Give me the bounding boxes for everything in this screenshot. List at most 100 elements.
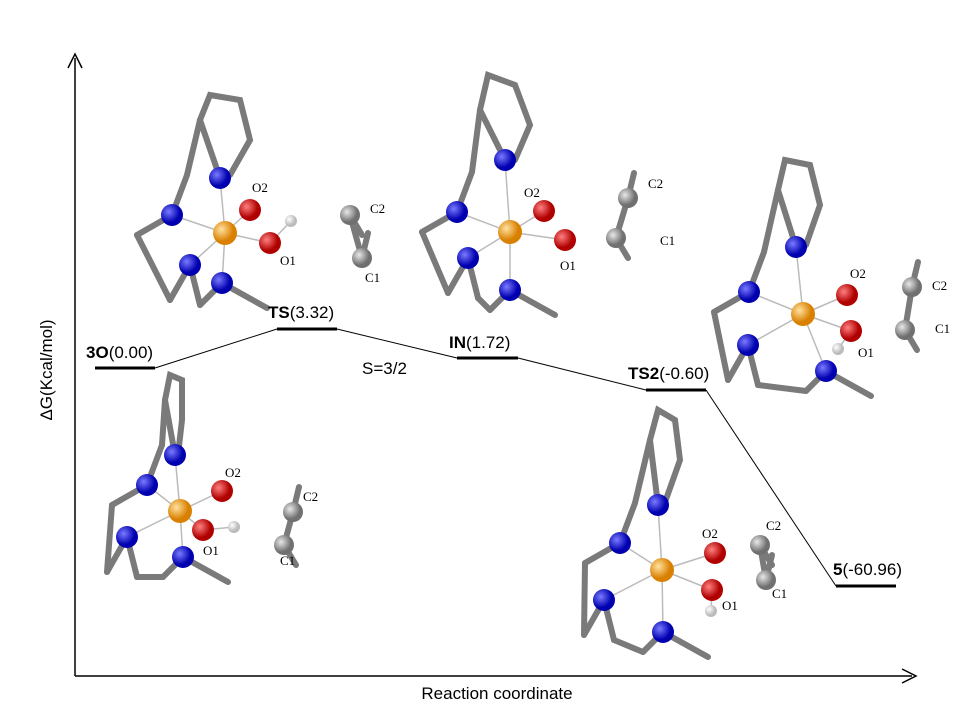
nitrogen-atom	[116, 526, 138, 548]
oxygen-atom	[533, 200, 555, 222]
nitrogen-atom	[499, 279, 521, 301]
level-label-ts: TS(3.32)	[268, 303, 334, 322]
pyridine-ring	[646, 405, 684, 508]
framework-bond	[104, 502, 115, 575]
y-axis-label: ΔG(Kcal/mol)	[37, 319, 56, 420]
carbon-atom	[352, 248, 372, 268]
atom-label: C1	[660, 233, 675, 248]
nitrogen-atom	[609, 532, 631, 554]
nitrogen-atom	[785, 236, 807, 258]
atom-label: O2	[252, 180, 268, 195]
level-label-ts2: TS2(-0.60)	[628, 364, 709, 383]
hydrogen-atom	[285, 215, 297, 227]
iron-atom	[498, 220, 522, 244]
oxygen-atom	[840, 320, 862, 342]
carbon-atom	[902, 277, 922, 297]
carbon-atom	[606, 228, 626, 248]
iron-atom	[213, 221, 237, 245]
carbon-atom	[750, 535, 770, 555]
framework-bond	[159, 397, 168, 448]
iron-atom	[168, 499, 192, 523]
connector-in-ts2	[517, 357, 647, 391]
hydrogen-atom	[228, 521, 240, 533]
carbon-atom	[274, 535, 294, 555]
carbon-atom	[756, 570, 776, 590]
level-label-5: 5(-60.96)	[833, 560, 902, 579]
atom-label: O1	[858, 345, 874, 360]
atom-label: C2	[932, 278, 947, 293]
pyridine-ring	[196, 91, 254, 181]
carbon-atom	[895, 320, 915, 340]
oxygen-atom	[211, 480, 233, 502]
y-axis	[67, 52, 83, 676]
oxygen-atom	[554, 229, 576, 251]
iron-atom	[650, 558, 674, 582]
nitrogen-atom	[172, 546, 194, 568]
atom-label: C1	[365, 270, 380, 285]
nitrogen-atom	[209, 167, 231, 189]
nitrogen-atom	[494, 149, 516, 171]
nitrogen-atom	[593, 589, 615, 611]
nitrogen-atom	[815, 360, 837, 382]
atom-label: O2	[225, 465, 241, 480]
pyridine-ring	[774, 156, 824, 250]
nitrogen-atom	[164, 444, 186, 466]
pyridine-ring	[161, 370, 185, 458]
oxygen-atom	[239, 199, 261, 221]
atom-label: O1	[722, 598, 738, 613]
oxygen-atom	[192, 519, 214, 541]
nitrogen-atom	[647, 494, 669, 516]
connector-ts2-5	[705, 389, 837, 587]
framework-bond	[611, 637, 646, 655]
carbon-atom	[283, 502, 303, 522]
pyridine-ring	[476, 70, 534, 163]
nitrogen-atom	[136, 474, 158, 496]
atom-label: C1	[772, 586, 787, 601]
nitrogen-atom	[211, 272, 233, 294]
spin-state-label: S=3/2	[362, 359, 407, 378]
connector-3o-ts	[154, 328, 278, 369]
oxygen-atom	[701, 579, 723, 601]
framework-bond	[761, 187, 781, 255]
atom-label: O2	[702, 526, 718, 541]
atom-label: O1	[280, 253, 296, 268]
framework-bond	[755, 382, 809, 394]
iron-atom	[791, 302, 815, 326]
atom-label: C2	[370, 201, 385, 216]
carbon-atom	[618, 188, 638, 208]
level-label-3o: 3O(0.00)	[86, 343, 153, 362]
atom-label: C2	[303, 489, 318, 504]
atom-label: O1	[203, 543, 219, 558]
fe-coordination-bond	[504, 159, 511, 233]
x-axis-label: Reaction coordinate	[421, 684, 572, 703]
level-label-in: IN(1.72)	[449, 333, 510, 352]
nitrogen-atom	[446, 201, 468, 223]
framework-bond	[184, 117, 203, 178]
framework-bond	[469, 107, 483, 175]
nitrogen-atom	[738, 281, 760, 303]
carbon-atom	[340, 205, 360, 225]
atom-label: C1	[280, 553, 295, 568]
nitrogen-atom	[737, 334, 759, 356]
hydrogen-atom	[705, 605, 717, 617]
atom-label: C1	[935, 321, 950, 336]
atom-label: C2	[766, 518, 781, 533]
atom-label: O1	[560, 258, 576, 273]
atom-label: O2	[850, 266, 866, 281]
oxygen-atom	[259, 232, 281, 254]
nitrogen-atom	[457, 247, 479, 269]
connector-ts-in	[336, 328, 458, 359]
nitrogen-atom	[161, 204, 183, 226]
hydrogen-atom	[832, 343, 844, 355]
framework-bond	[134, 232, 173, 303]
x-axis	[75, 668, 918, 684]
framework-bond	[419, 229, 451, 296]
atom-label: C2	[648, 176, 663, 191]
